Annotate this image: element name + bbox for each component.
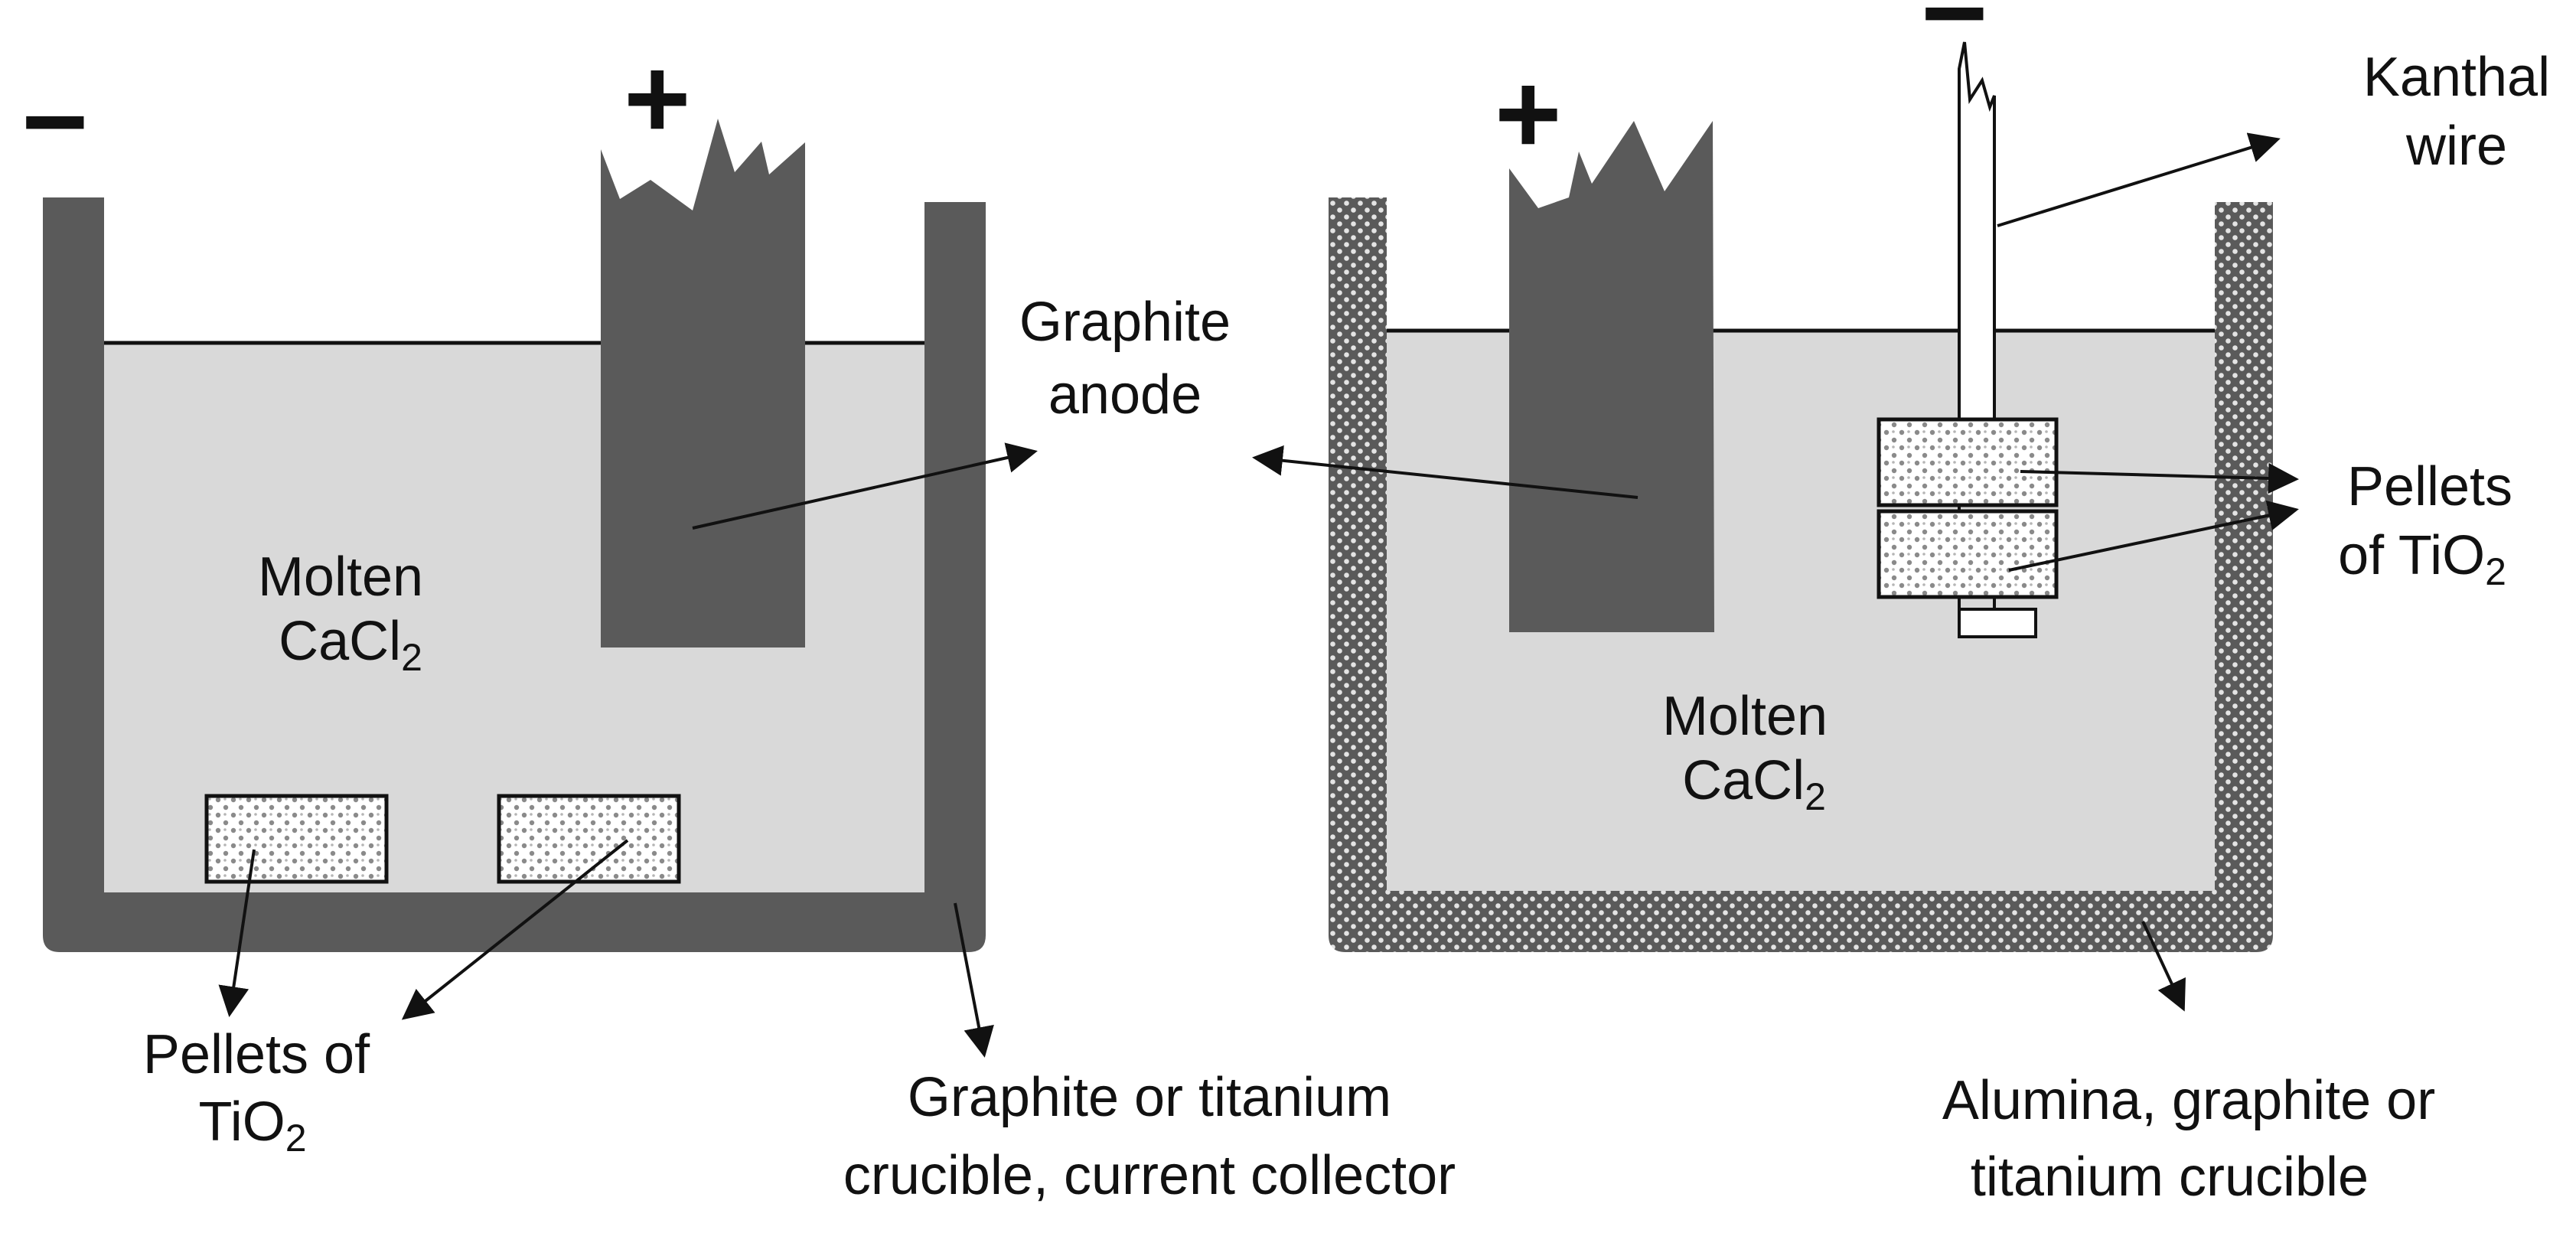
left-molten-label: Molten (258, 546, 423, 608)
arrow-right-crucible (2141, 921, 2186, 1012)
right-graphite-anode (1509, 121, 1714, 632)
graphite-anode-label-2: anode (1048, 364, 1202, 426)
graphite-anode-label: Graphite (1019, 292, 1231, 353)
arrow-left-pellet1 (218, 849, 256, 1017)
kanthal-wire-label-2: wire (2405, 116, 2507, 177)
kanthal-wire (1958, 41, 1996, 589)
left-pellet-2 (497, 794, 681, 884)
arrow-kanthal-wire (1997, 132, 2281, 227)
right-crucible-label-2: titanium crucible (1971, 1147, 2369, 1208)
right-pellet-bottom (1877, 509, 2059, 599)
right-pellets-label: Pellets (2347, 456, 2512, 517)
left-molten-formula: CaCl2 (279, 611, 422, 679)
left-anode-sign: + (624, 34, 691, 162)
right-cathode-sign: − (1921, 0, 1988, 77)
arrow-left-anode-to-label (692, 442, 1038, 530)
kanthal-wire-label: Kanthal (2363, 47, 2550, 108)
right-crucible-label: Alumina, graphite or (1942, 1070, 2435, 1131)
right-molten-formula: CaCl2 (1682, 750, 1826, 818)
arrow-left-crucible (954, 902, 994, 1058)
left-graphite-anode (601, 119, 805, 647)
arrow-right-anode-to-label (1252, 445, 1639, 499)
labels: Graphite anode Pellets of TiO2 Graphite … (143, 47, 2550, 1208)
left-crucible-label-2: crucible, current collector (843, 1145, 1456, 1206)
left-cathode-sign: − (21, 57, 89, 185)
left-pellets-label: Pellets of (143, 1024, 370, 1085)
right-pellets-formula: of TiO2 (2338, 525, 2506, 593)
arrows (218, 132, 2299, 1058)
kanthal-wire-foot (1958, 608, 2037, 638)
left-pellet-1 (204, 794, 389, 884)
left-cell: − + Molten CaCl2 (21, 34, 986, 952)
left-crucible-label: Graphite or titanium (908, 1067, 1391, 1128)
right-molten-label: Molten (1662, 686, 1828, 747)
right-cell: + − Molten CaCl2 (1329, 0, 2273, 952)
arrow-left-pellet2 (401, 839, 629, 1020)
arrow-right-pellet-bottom (2008, 500, 2299, 572)
right-anode-sign: + (1495, 49, 1562, 178)
right-pellet-top (1877, 417, 2059, 507)
arrow-right-pellet-top (2020, 463, 2299, 494)
left-pellets-formula: TiO2 (198, 1091, 306, 1160)
